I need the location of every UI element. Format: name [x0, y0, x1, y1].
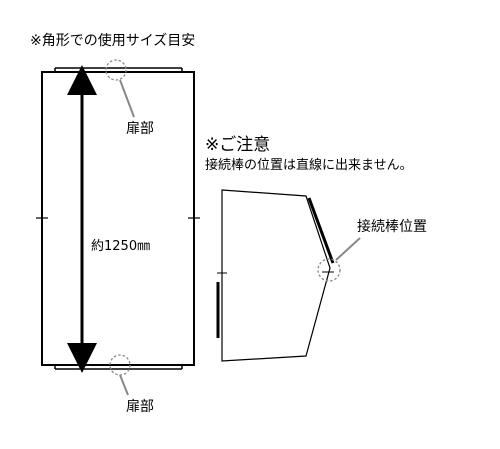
door-label-top: 扉部 — [126, 121, 154, 137]
notice-text: 接続棒の位置は直線に出来ません。 — [205, 158, 413, 173]
bent-layout — [216, 189, 361, 362]
top-door-circle — [105, 59, 127, 81]
joint-circle — [317, 258, 341, 282]
usage-size-caption: ※角形での使用サイズ目安 — [30, 33, 196, 49]
rectangle-layout — [36, 59, 200, 396]
bottom-door-leader-line — [119, 374, 129, 396]
size-label: 約1250㎜ — [91, 239, 151, 254]
joint-leader-line — [335, 237, 361, 261]
joint-position-label: 接続棒位置 — [357, 219, 427, 235]
rectangle-outline — [41, 71, 195, 366]
bent-top-door-bar — [307, 197, 335, 264]
notice-title: ※ご注意 — [205, 135, 271, 155]
bent-outline — [221, 189, 331, 362]
top-door-leader-line — [119, 79, 135, 118]
door-label-bottom: 扉部 — [126, 399, 154, 415]
